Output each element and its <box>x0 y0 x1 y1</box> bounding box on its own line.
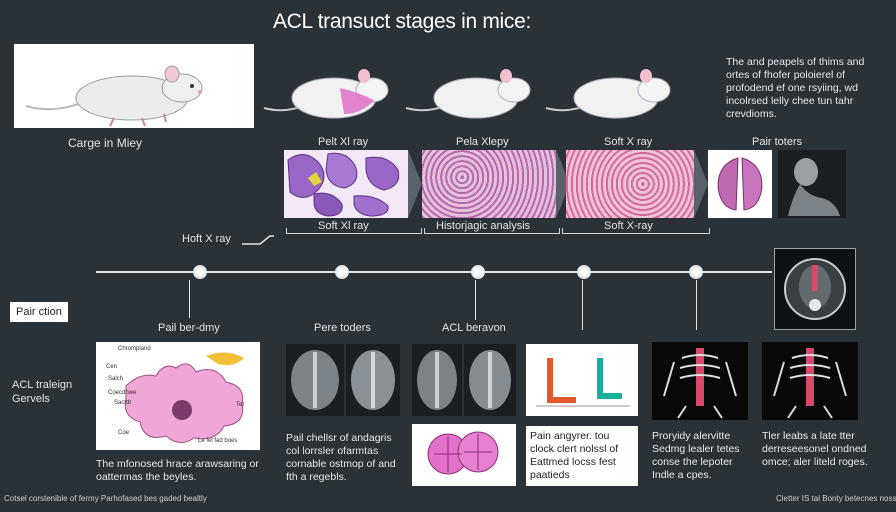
timeline-node-3 <box>471 265 485 279</box>
mouse-2 <box>262 58 402 122</box>
mouse-panel <box>14 44 254 128</box>
mouse-4 <box>544 58 684 122</box>
histology-panel-1 <box>284 150 408 218</box>
page-title: ACL transuct stages in mice: <box>272 10 532 33</box>
bracket-caption-1: Soft Xl ray <box>318 220 369 232</box>
bracket-caption-3: Soft X-ray <box>604 220 653 232</box>
timeline-node-5 <box>689 265 703 279</box>
panel-label-3: Soft X ray <box>604 136 653 148</box>
drop-line-2 <box>475 280 476 320</box>
xray-chest-1 <box>286 344 344 416</box>
bottom-caption-4: Proryidy alervitte Sedmg lealer tetes co… <box>652 430 740 481</box>
mesh-panel <box>412 424 516 486</box>
xray-chest-2 <box>346 344 400 416</box>
diagram-label-6: Coe <box>118 430 130 436</box>
skeleton-panel-1 <box>652 342 748 420</box>
xray-chest-3 <box>412 344 462 416</box>
mouse-caption: Carge in Miey <box>68 136 143 150</box>
panel-label-4: Pair toters <box>752 136 803 148</box>
ct-scan-panel <box>774 248 856 330</box>
arrow-1 <box>408 150 422 218</box>
side-note: The and peapels of thims and ortes of fh… <box>726 56 865 120</box>
histology-panel-2 <box>422 150 556 218</box>
panel-label-2: Pela Xlepy <box>456 136 509 148</box>
timeline-node-2 <box>335 265 349 279</box>
anatomy-diagram: Chrompland Cen Salch Coecdhwe Sactdt Coe… <box>96 342 260 450</box>
lung-panel <box>708 150 772 218</box>
xray-chest-4 <box>464 344 516 416</box>
timeline-node-4 <box>577 265 591 279</box>
arrow-3 <box>694 150 708 218</box>
diagram-label-5: Sactdt <box>114 400 132 406</box>
bottom-caption-5: Tler leabs a late tter derreseesonel ond… <box>762 430 868 468</box>
timeline-side-label: Hoft X ray <box>182 233 231 245</box>
diagram-label-4: Coecdhwe <box>108 390 137 396</box>
diagram-label-8: Le fel fad boes <box>198 438 238 444</box>
leader-line <box>242 235 274 245</box>
bottom-caption-1: The mfonosed hrace arawsaring or oatterm… <box>96 458 259 483</box>
ct-head-panel <box>778 150 846 218</box>
footer-right: Cletter IS tal Bonty betecnes noss <box>776 494 896 503</box>
bottom-caption-3: Pain angyrer. tou clock clert nolssl of … <box>526 426 638 486</box>
pair-action-box: Pair ction <box>10 302 68 322</box>
skeleton-panel-2 <box>762 342 858 420</box>
diagram-label-1: Chrompland <box>118 346 151 352</box>
mouse-3 <box>404 58 544 122</box>
panel-label-1: Pelt Xl ray <box>318 136 369 148</box>
timeline-label-1: Pail ber-dmy <box>158 322 220 334</box>
drop-line-3 <box>582 280 583 330</box>
timeline-label-2: Pere toders <box>314 322 371 334</box>
diagram-label-3: Salch <box>108 376 124 382</box>
mouse-illustration <box>25 65 203 127</box>
diagram-label-7: Tet <box>236 402 245 408</box>
bracket-1 <box>286 228 422 234</box>
bracket-2 <box>424 228 560 234</box>
bottom-caption-2: Pail chellsr of andagris col lorrsler of… <box>286 432 396 483</box>
drop-line-1 <box>189 280 190 318</box>
bracket-caption-2: Historjagic analysis <box>436 220 531 232</box>
timeline-axis <box>96 271 772 273</box>
timeline-label-3: ACL beravon <box>442 322 506 334</box>
drop-line-4 <box>696 280 697 330</box>
chart-panel <box>526 344 638 416</box>
bracket-3 <box>562 228 710 234</box>
diagram-label-2: Cen <box>106 364 118 370</box>
left-main-label: ACL traleign Gervels <box>12 379 73 405</box>
histology-panel-3 <box>566 150 694 218</box>
timeline-node-1 <box>193 265 207 279</box>
footer-left: Cotsel corstenible of fermy Parhofased b… <box>4 494 207 503</box>
